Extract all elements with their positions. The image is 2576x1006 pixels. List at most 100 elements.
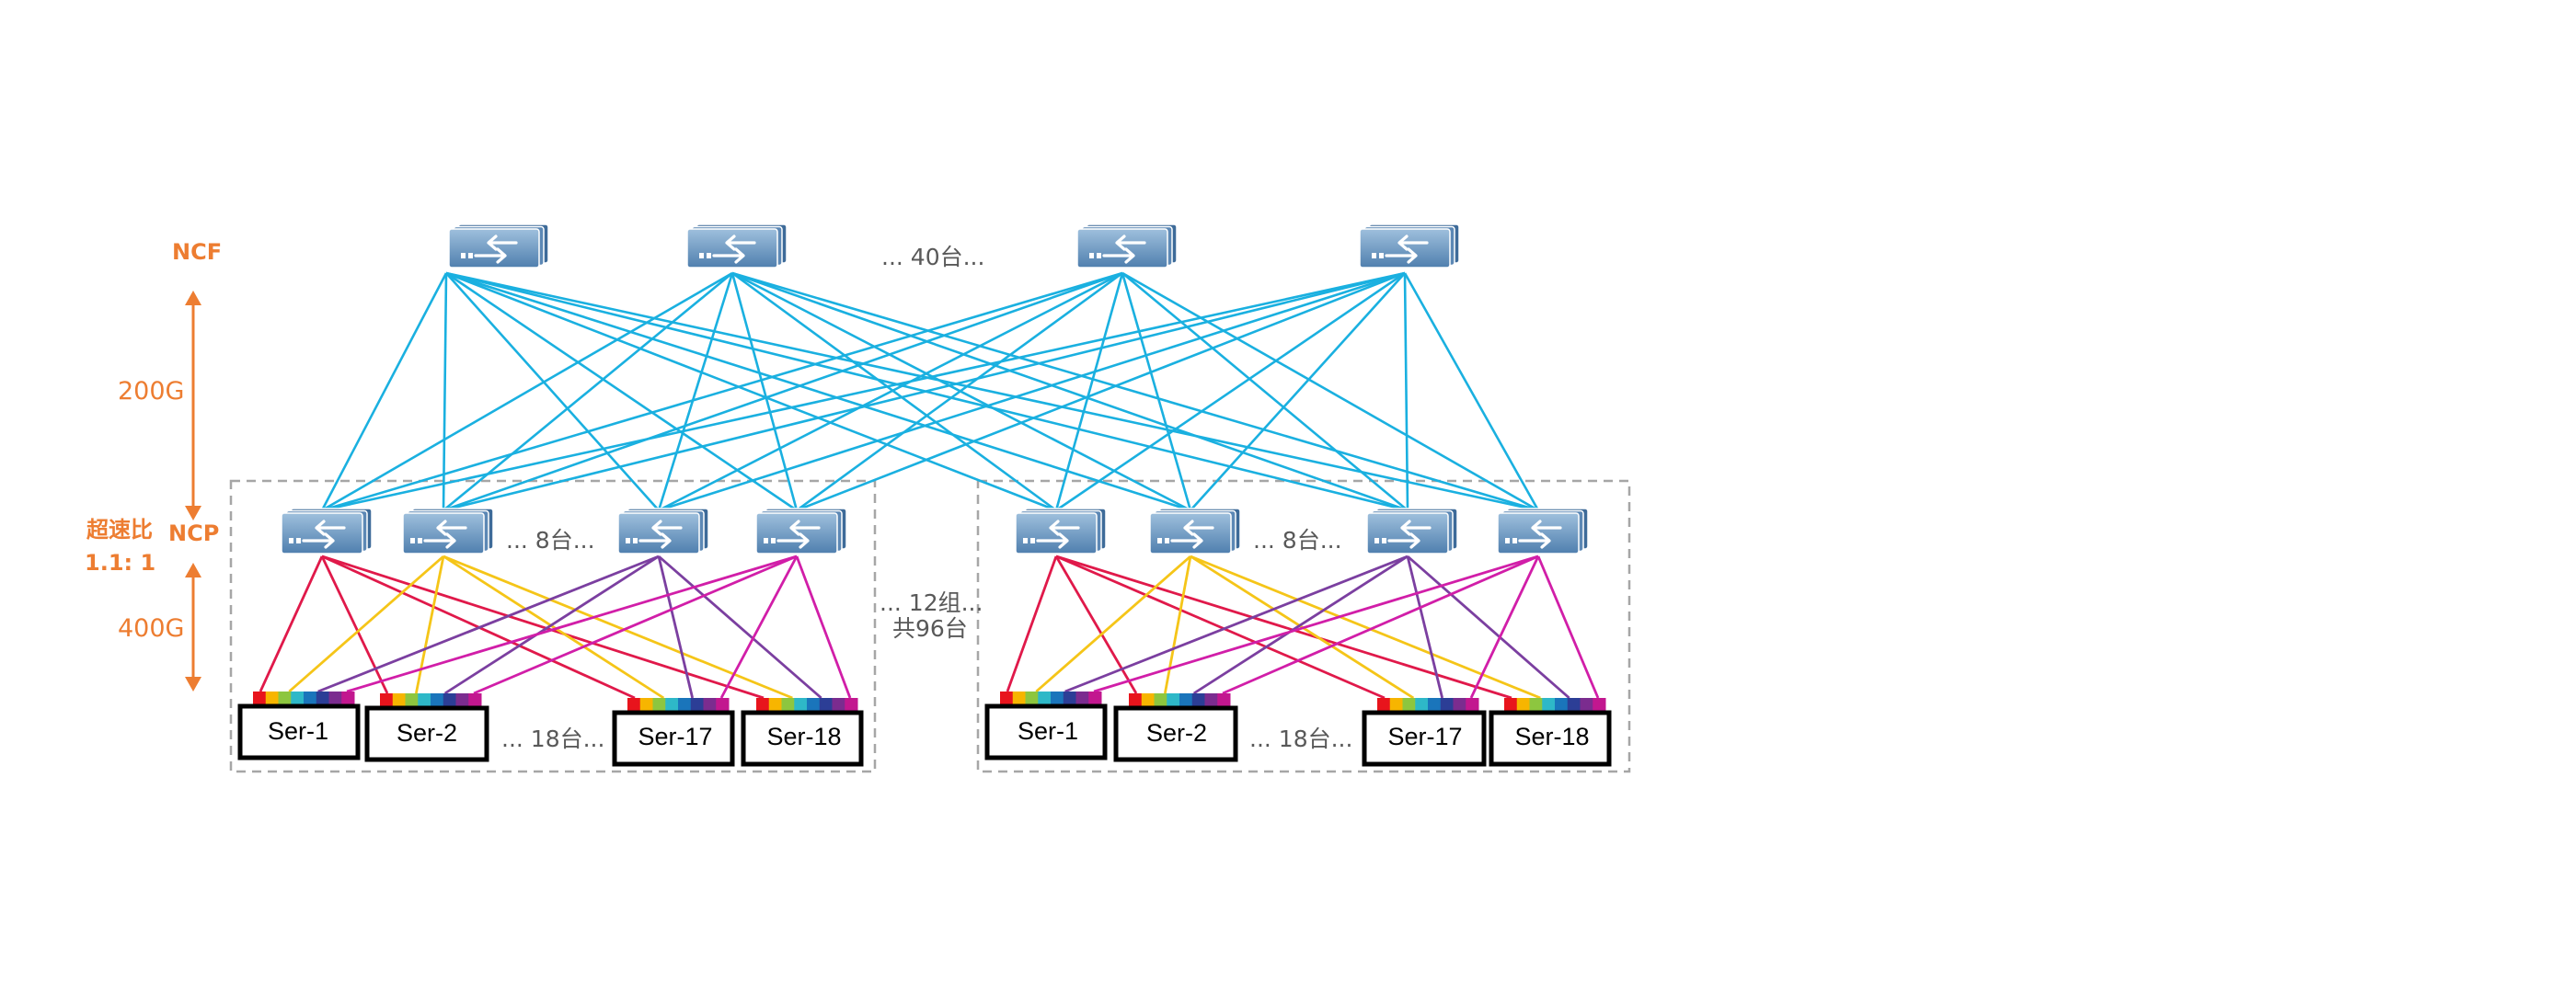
leaf-server-link <box>1469 555 1540 699</box>
bandwidth-200g-label: 200G <box>118 377 185 406</box>
nic-port-segment <box>678 698 692 713</box>
spine-leaf-link <box>443 271 1406 512</box>
spine-switch-1 <box>448 223 549 269</box>
switch-arrow-left <box>1115 234 1146 251</box>
leaf-server-link <box>321 554 765 700</box>
switch-dot <box>410 538 415 543</box>
nic-port-segment <box>468 693 482 708</box>
switch-arrow-right <box>302 532 335 549</box>
spine-leaf-link <box>1190 272 1406 511</box>
leaf-server-link <box>657 555 695 699</box>
nic-port-segment <box>1063 692 1076 706</box>
spine-leaf-link <box>320 272 448 511</box>
switch-dot <box>626 538 630 543</box>
leaf-switch-right-2 <box>1149 508 1241 554</box>
nic-port-segment <box>304 692 317 706</box>
leaf-server-link <box>1406 555 1444 699</box>
nic-port-segment <box>1000 692 1014 706</box>
server-label-ser-1-right: Ser-1 <box>1017 717 1079 745</box>
nic-port-segment <box>1167 693 1180 708</box>
nic-port-segment <box>405 693 419 708</box>
spine-leaf-link <box>443 271 1123 512</box>
nic-port-segment <box>1088 692 1102 706</box>
spine-leaf-link <box>731 271 1409 512</box>
switch-arrow-left <box>1049 520 1080 536</box>
nic-port-segment <box>316 692 329 706</box>
nic-port-segment <box>639 698 653 713</box>
switch-arrow-left <box>725 234 756 251</box>
nic-port-segment <box>1555 698 1569 713</box>
switch-dot <box>1097 253 1101 258</box>
spine-leaf-link <box>1121 272 1409 511</box>
nic-port-segment <box>1415 698 1429 713</box>
nic-port-segment <box>291 692 305 706</box>
spine-leaf-link <box>443 271 733 512</box>
group-count-label: ... 12组... <box>880 589 983 616</box>
server-label-ser-17-right: Ser-17 <box>1387 723 1463 750</box>
nic-port-segment <box>690 698 704 713</box>
leaf-switch-left-1 <box>281 508 373 554</box>
nic-port-segment <box>768 698 782 713</box>
nic-port-segment <box>1075 692 1089 706</box>
leaf-server-link <box>1222 554 1539 695</box>
nic-port-segment <box>1389 698 1403 713</box>
leaf-server-link <box>1192 554 1409 695</box>
switch-arrow-right <box>776 532 810 549</box>
nic-port-segment <box>1217 693 1231 708</box>
nic-port-segment <box>455 693 469 708</box>
switch-dot <box>1030 538 1035 543</box>
double-arrow-icon-upper <box>185 291 201 520</box>
nic-port-segment <box>845 698 858 713</box>
spine-leaf-link <box>1121 272 1192 511</box>
switch-dot <box>707 253 711 258</box>
leaf-switch-left-4 <box>755 508 847 554</box>
leaf-switch-right-4 <box>1497 508 1589 554</box>
switch-arrow-left <box>315 520 346 536</box>
switch-dot <box>1165 538 1169 543</box>
server-node-right-3 <box>1362 698 1487 767</box>
switch-arrow-left <box>1400 520 1432 536</box>
nic-port-segment <box>1516 698 1530 713</box>
nic-port-segment <box>443 693 456 708</box>
double-arrow-icon-lower <box>185 563 201 692</box>
server-label-ser-18-left: Ser-18 <box>766 723 842 750</box>
leaf-server-link <box>1064 554 1409 693</box>
server-box <box>237 703 361 760</box>
arrow-head-up <box>185 291 201 305</box>
nic-port-segment <box>1154 693 1167 708</box>
nic-port-segment <box>1402 698 1416 713</box>
nic-port-segment <box>1529 698 1543 713</box>
switch-dot <box>296 538 301 543</box>
switch-arrow-right <box>1170 532 1203 549</box>
server-node-left-2 <box>364 693 489 762</box>
spine-leaf-link <box>658 271 1406 512</box>
server-box <box>612 710 735 767</box>
spine-leaf-link <box>1055 271 1406 512</box>
switch-dot <box>1374 538 1379 543</box>
server-ellipsis-label-right: ... 18台... <box>1249 726 1353 752</box>
nic-port-segment <box>1377 698 1391 713</box>
server-box <box>741 710 864 767</box>
nic-port-segment <box>832 698 845 713</box>
switch-arrow-right <box>1385 247 1418 264</box>
switch-dot <box>1157 538 1162 543</box>
spine-leaf-link <box>445 272 660 511</box>
nic-port-segment <box>1038 692 1052 706</box>
server-label-ser-18-right: Ser-18 <box>1514 723 1590 750</box>
leaf-server-link <box>259 555 324 692</box>
switch-arrow-right <box>712 247 745 264</box>
nic-port-segment <box>1051 692 1064 706</box>
spine-switch-4 <box>1359 223 1460 269</box>
server-label-ser-1-left: Ser-1 <box>267 717 329 745</box>
nic-port-segment <box>1542 698 1556 713</box>
switch-dot <box>1089 253 1094 258</box>
server-box <box>1489 710 1612 767</box>
nic-port-segment <box>819 698 833 713</box>
leaf-ellipsis-label-right: ... 8台... <box>1253 527 1342 554</box>
nic-port-segment <box>665 698 679 713</box>
server-ellipsis-label-left: ... 18台... <box>501 726 605 752</box>
switch-arrow-left <box>1183 520 1214 536</box>
leaf-server-link <box>1407 554 1570 700</box>
leaf-server-link <box>443 554 665 700</box>
